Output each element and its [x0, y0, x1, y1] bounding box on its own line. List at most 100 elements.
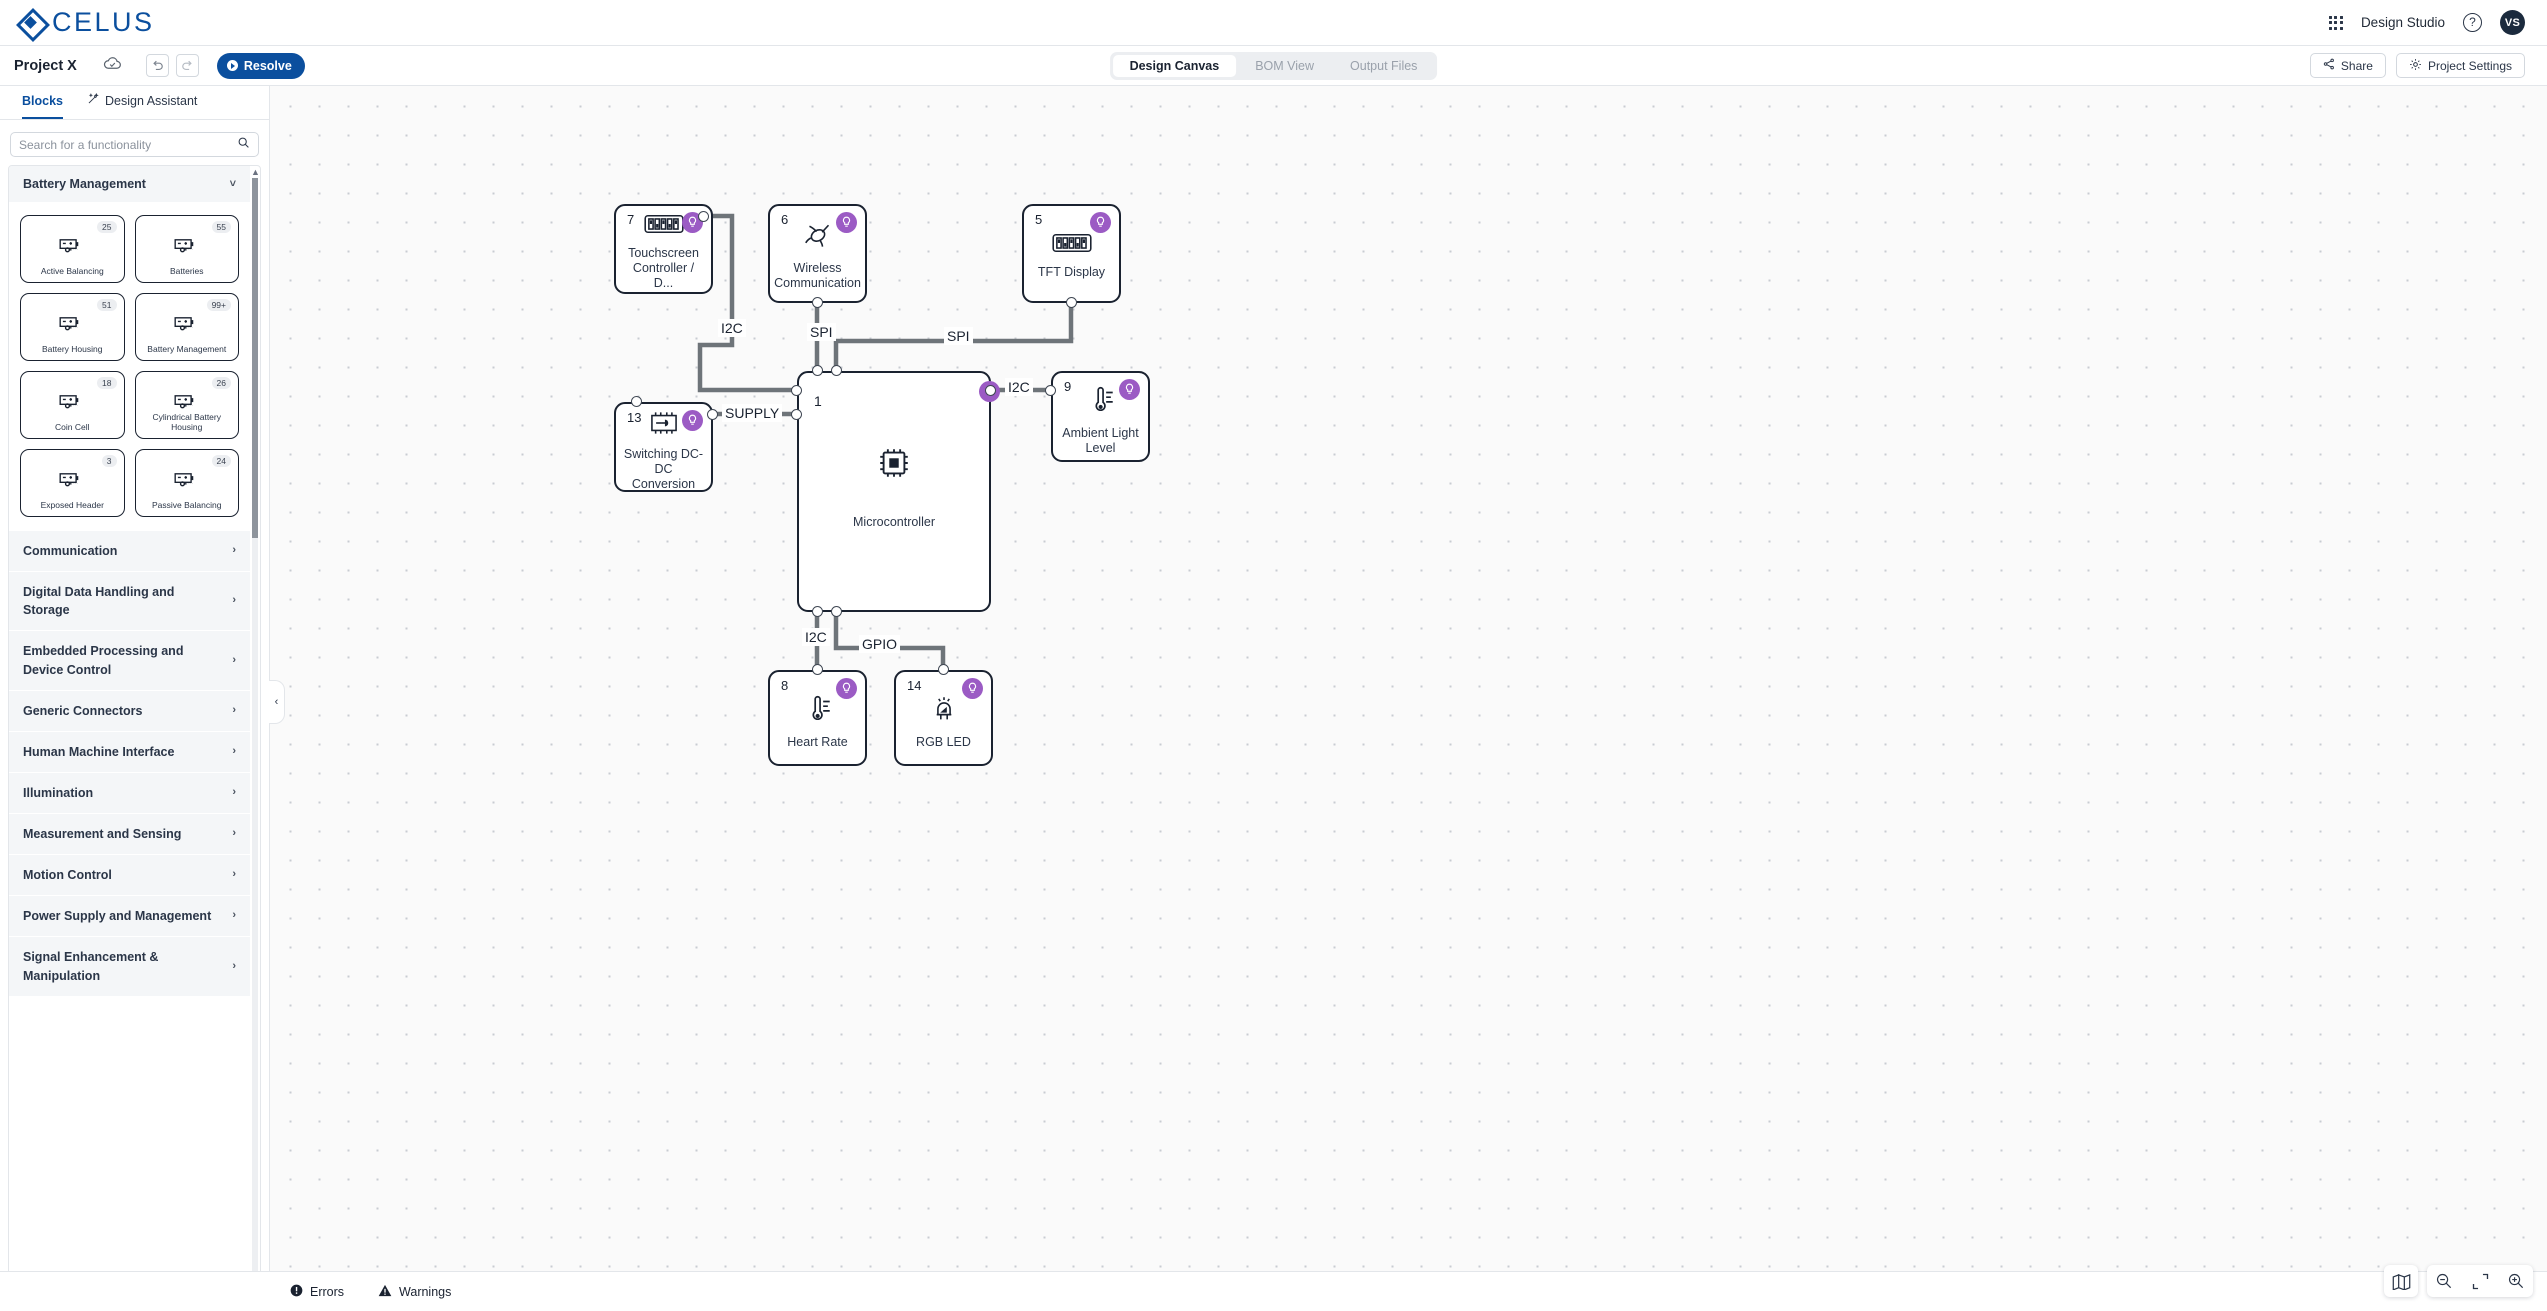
scroll-up-arrow-icon[interactable]: ▲ [251, 167, 260, 177]
search-input[interactable] [19, 137, 237, 152]
lightbulb-badge-icon[interactable] [682, 410, 703, 431]
block-card[interactable]: 26 Cylindrical Battery Housing [134, 371, 239, 439]
lightbulb-badge-icon[interactable] [836, 212, 857, 233]
zoom-in-icon[interactable] [2505, 1270, 2527, 1292]
port-tft-bottom[interactable] [1066, 297, 1077, 308]
zoom-out-icon[interactable] [2433, 1270, 2455, 1292]
accordion-group[interactable]: Generic Connectors› [9, 690, 250, 732]
port-mcu-bottom-right[interactable] [831, 606, 842, 617]
block-card[interactable]: 18 Coin Cell [20, 371, 125, 439]
block-card[interactable]: 55 Batteries [134, 215, 239, 283]
block-card[interactable]: 25 Active Balancing [20, 215, 125, 283]
undo-icon[interactable] [145, 54, 169, 77]
node-label: Heart Rate [787, 734, 848, 749]
block-card[interactable]: 3 Exposed Header [20, 449, 125, 517]
dip-switch-icon [1051, 232, 1093, 259]
tab-design-canvas[interactable]: Design Canvas [1112, 54, 1237, 77]
port-ambient-left[interactable] [1045, 385, 1056, 396]
port-mcu-left-upper[interactable] [791, 385, 802, 396]
apps-grid-icon[interactable] [2328, 15, 2343, 30]
sidebar-tab-blocks[interactable]: Blocks [22, 86, 63, 119]
sidebar-collapse-handle[interactable]: ‹ [269, 680, 285, 724]
node-heart-rate[interactable]: 8 Heart Rate [768, 670, 867, 766]
chevron-right-icon: › [232, 868, 236, 881]
lightbulb-badge-icon[interactable] [1090, 212, 1111, 233]
thermometer-icon [803, 694, 833, 729]
accordion-group[interactable]: Motion Control › [9, 855, 250, 897]
node-microcontroller[interactable]: 1 Microcontroller [797, 371, 1000, 612]
port-mcu-top-left[interactable] [812, 365, 823, 376]
minimap-group [2384, 1265, 2418, 1297]
block-card-label: Passive Balancing [152, 499, 222, 510]
gear-icon [2409, 58, 2422, 74]
port-heart-top[interactable] [812, 664, 823, 675]
node-ambient-light-level[interactable]: 9 Ambient Light Level [1051, 371, 1150, 462]
accordion-group[interactable]: Measurement and Sensing› [9, 814, 250, 856]
question-circle-icon[interactable]: ? [2463, 13, 2482, 32]
accordion-group-label: Signal Enhancement & Manipulation [23, 950, 159, 983]
port-mcu-bottom-left[interactable] [812, 606, 823, 617]
tab-output-files[interactable]: Output Files [1350, 58, 1418, 73]
node-number: 13 [627, 410, 642, 425]
accordion-group[interactable]: Illumination› [9, 772, 250, 814]
battery-icon [172, 314, 202, 339]
node-switching-dcdc-conversion[interactable]: 13 Switching DC-DC Conversion [614, 402, 713, 492]
accordion-group-label: Motion Control [23, 868, 112, 883]
design-canvas[interactable]: 7 Touchscreen Contro [270, 86, 2547, 1311]
block-card-count: 24 [211, 455, 231, 467]
lightbulb-badge-icon[interactable] [682, 212, 703, 233]
sidebar-tab-design-assistant[interactable]: Design Assistant [87, 86, 197, 119]
node-rgb-led[interactable]: 14 RGB LED [894, 670, 993, 766]
battery-icon [57, 392, 87, 417]
accordion-group[interactable]: Power Supply and Management› [9, 896, 250, 938]
chevron-right-icon: › [232, 544, 236, 557]
node-touchscreen-controller[interactable]: 7 Touchscreen Contro [614, 204, 713, 294]
tab-bom-view[interactable]: BOM View [1255, 58, 1315, 73]
accordion-group[interactable]: Embedded Processing and Device Control› [9, 631, 250, 691]
lightbulb-badge-icon[interactable] [1119, 379, 1140, 400]
search-box[interactable] [10, 132, 259, 157]
redo-icon[interactable] [175, 54, 199, 77]
port-touchscreen-right[interactable] [698, 211, 709, 222]
status-warnings[interactable]: Warnings [378, 1284, 451, 1300]
accordion-group[interactable]: Digital Data Handling and Storage › [9, 572, 250, 632]
share-button[interactable]: Share [2309, 53, 2386, 78]
node-label: Wireless Communication [774, 260, 861, 290]
map-icon[interactable] [2390, 1270, 2412, 1292]
resolve-button[interactable]: Resolve [216, 52, 305, 79]
catalog-scrollbar[interactable]: ▲ [251, 167, 260, 1298]
scrollbar-track[interactable] [252, 178, 258, 1288]
top-bar: CELUS Design Studio ? VS [0, 0, 2547, 46]
fit-screen-icon[interactable] [2469, 1270, 2491, 1292]
node-tft-display[interactable]: 5 TFT Display [1022, 204, 1121, 303]
accordion-group[interactable]: Signal Enhancement & Manipulation› [9, 937, 250, 997]
port-mcu-top-right[interactable] [831, 365, 842, 376]
block-card[interactable]: 24 Passive Balancing [134, 449, 239, 517]
block-card-label: Exposed Header [40, 499, 104, 510]
port-dcdc-right[interactable] [707, 409, 718, 420]
block-card-count: 99+ [206, 299, 231, 311]
port-mcu-right[interactable] [985, 385, 996, 396]
port-mcu-left-lower[interactable] [791, 409, 802, 420]
scrollbar-thumb[interactable] [252, 178, 258, 538]
block-card[interactable]: 99+ Battery Management [134, 293, 239, 361]
accordion-group[interactable]: Communication› [9, 531, 250, 573]
port-rgb-top[interactable] [938, 664, 949, 675]
accordion-group[interactable]: Human Machine Interface› [9, 731, 250, 773]
port-dcdc-top[interactable] [631, 396, 642, 407]
avatar[interactable]: VS [2500, 10, 2525, 35]
project-settings-button[interactable]: Project Settings [2395, 53, 2525, 78]
topbar-right-group: Design Studio ? VS [2328, 10, 2525, 35]
celus-logo[interactable]: CELUS [18, 7, 155, 38]
design-studio-label[interactable]: Design Studio [2360, 15, 2445, 30]
accordion-group-label: Digital Data Handling and Storage [23, 585, 175, 618]
lightbulb-badge-icon[interactable] [962, 678, 983, 699]
chevron-right-icon: › [232, 594, 236, 607]
status-errors[interactable]: Errors [290, 1284, 344, 1300]
node-wireless-communication[interactable]: 6 Wireless Communication [768, 204, 867, 303]
lightbulb-badge-icon[interactable] [836, 678, 857, 699]
accordion-battery-management[interactable]: Battery Management ˅ [9, 166, 250, 203]
block-card[interactable]: 51 Battery Housing [20, 293, 125, 361]
port-wireless-bottom[interactable] [812, 297, 823, 308]
search-icon[interactable] [237, 136, 250, 154]
